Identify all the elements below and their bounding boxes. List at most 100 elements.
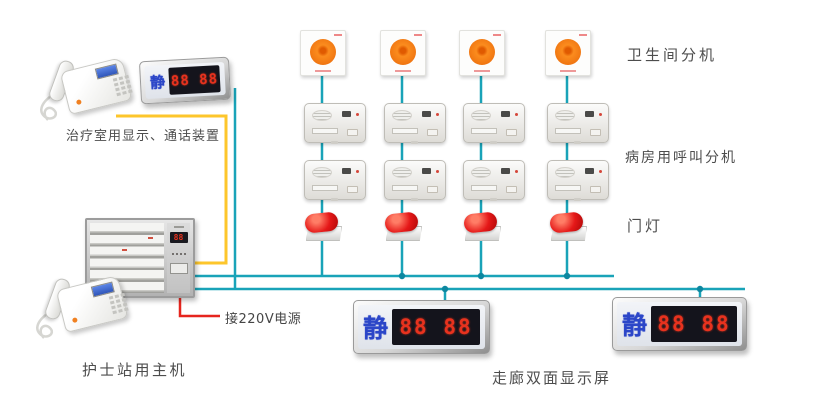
intercom-button (506, 129, 517, 136)
host-indicator-dots (171, 253, 186, 255)
host-logo-mark (173, 226, 184, 228)
toilet-call-button (300, 30, 346, 76)
corridor-display-left: 静 88 88 (353, 300, 490, 354)
intercom-button (590, 186, 601, 193)
bottom-notch (490, 198, 497, 201)
button-caption-mark (395, 70, 411, 72)
mute-character: 静 (363, 314, 389, 343)
card-slot (392, 185, 418, 191)
slat-red-mark (122, 249, 127, 251)
intercom-screen (585, 168, 594, 174)
label-corridor-display: 走廊双面显示屏 (492, 369, 612, 387)
phone-keypad (112, 77, 118, 82)
intercom-screen (501, 168, 510, 174)
led-digits: 88 88 (651, 306, 737, 342)
indicator-dot (599, 170, 602, 173)
speaker-grille-icon (312, 167, 332, 178)
ward-intercom (384, 160, 446, 201)
speaker-grille-icon (392, 110, 412, 121)
door-lamp (383, 211, 422, 243)
intercom-screen (422, 111, 431, 117)
button-mark (493, 34, 501, 36)
intercom-button (427, 186, 438, 193)
intercom-screen (342, 168, 351, 174)
door-lamp (462, 211, 501, 243)
speaker-grille-icon (555, 110, 575, 121)
call-button-circle (555, 39, 581, 65)
card-slot (471, 185, 497, 191)
phone-cord-icon (40, 90, 59, 121)
label-power-connection: 接220V电源 (225, 312, 302, 327)
treatment-room-display: 静 88 88 (138, 56, 232, 105)
host-speaker-plate (169, 263, 188, 274)
intercom-screen (585, 111, 594, 117)
card-slot (392, 128, 418, 134)
intercom-button (427, 129, 438, 136)
label-door-lamp: 门灯 (627, 217, 664, 235)
intercom-button (347, 129, 358, 136)
button-mark (414, 34, 422, 36)
bottom-notch (331, 198, 338, 201)
call-button-circle (310, 39, 336, 65)
card-slot (555, 128, 581, 134)
bottom-notch (490, 141, 497, 144)
bottom-notch (574, 198, 581, 201)
indicator-dot (356, 113, 359, 116)
slat-red-mark (148, 237, 153, 239)
intercom-screen (422, 168, 431, 174)
bottom-notch (411, 198, 418, 201)
button-mark (334, 34, 342, 36)
intercom-button (590, 129, 601, 136)
ward-intercom (463, 160, 525, 201)
label-ward-call-extension: 病房用呼叫分机 (625, 150, 737, 166)
speaker-grille-icon (555, 167, 575, 178)
button-caption-mark (560, 70, 576, 72)
toilet-call-button (545, 30, 591, 76)
door-lamp (548, 211, 587, 243)
toilet-call-button (380, 30, 426, 76)
led-digits: 88 88 (168, 65, 221, 95)
phone-keypad (108, 295, 114, 300)
phone-button-orange (75, 99, 82, 106)
display-face: 静 88 88 (144, 61, 226, 100)
intercom-button (347, 186, 358, 193)
card-slot (312, 185, 338, 191)
phone-cord-icon (36, 308, 55, 339)
card-slot (312, 128, 338, 134)
nurse-station-phone (36, 274, 136, 346)
intercom-screen (501, 111, 510, 117)
intercom-button (506, 186, 517, 193)
display-face: 静 88 88 (617, 302, 742, 346)
indicator-dot (515, 170, 518, 173)
bottom-notch (411, 141, 418, 144)
button-caption-mark (474, 70, 490, 72)
label-nurse-station-host: 护士站用主机 (82, 361, 188, 379)
phone-button-orange (71, 317, 78, 324)
led-digits: 88 88 (392, 309, 480, 345)
indicator-dot (436, 113, 439, 116)
treatment-room-phone (40, 56, 140, 128)
bottom-notch (331, 141, 338, 144)
indicator-dot (356, 170, 359, 173)
ward-intercom (304, 160, 366, 201)
call-button-circle (469, 39, 495, 65)
mute-character: 静 (149, 73, 166, 92)
card-slot (555, 185, 581, 191)
toilet-call-button (459, 30, 505, 76)
button-caption-mark (315, 70, 331, 72)
label-treatment-room-device: 治疗室用显示、通话装置 (66, 129, 221, 144)
speaker-grille-icon (392, 167, 412, 178)
indicator-dot (515, 113, 518, 116)
speaker-grille-icon (312, 110, 332, 121)
ward-intercom (384, 103, 446, 144)
indicator-dot (436, 170, 439, 173)
host-led-display: 88 (169, 232, 188, 243)
ward-intercom (304, 103, 366, 144)
speaker-grille-icon (471, 110, 491, 121)
corridor-display-right: 静 88 88 (612, 297, 747, 351)
host-control-strip: 88 (167, 223, 190, 293)
button-mark (579, 34, 587, 36)
call-button-circle (390, 39, 416, 65)
ward-intercom (547, 160, 609, 201)
